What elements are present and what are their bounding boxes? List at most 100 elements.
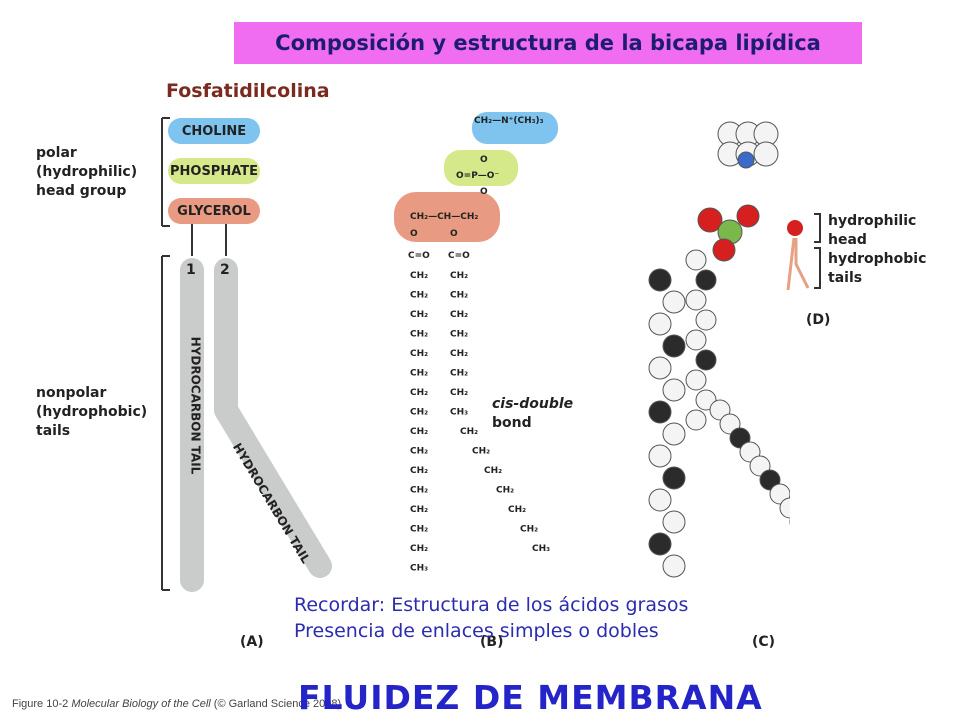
schematic-tail-1 (786, 237, 796, 291)
chain-2: CH₂ CH₂ CH₂ CH₂ CH₂ CH₂ CH₂ CH₃ CH₂ CH₂ CH₂ CH₂ CH₂ C… (450, 271, 550, 554)
atom-sphere (736, 204, 760, 228)
ch2-unit: CH₃ (532, 544, 550, 554)
svg-text:O=P—O⁻: O=P—O⁻ (456, 171, 499, 181)
ch2-unit: CH₂ (450, 310, 468, 320)
atom-sphere (662, 290, 686, 314)
ch2-unit: CH₂ (410, 544, 428, 554)
page-title: Composición y estructura de la bicapa li… (275, 31, 821, 55)
svg-text:O: O (450, 229, 458, 239)
ch2-unit: CH₂ (410, 447, 428, 457)
tail-bracket (161, 255, 170, 591)
tail-group-label: nonpolar (hydrophobic) tails (36, 385, 148, 439)
ch2-unit: CH₂ (496, 486, 514, 496)
atom-sphere (685, 329, 707, 351)
atom-sphere (648, 444, 672, 468)
ch2-unit: CH₂ (460, 427, 478, 437)
ch2-unit: CH₂ (450, 349, 468, 359)
head-group-label: polar (hydrophilic) head group (36, 145, 138, 199)
svg-text:O: O (480, 187, 488, 197)
ch2-unit: CH₂ (410, 466, 428, 476)
phosphate-pill: PHOSPHATE (168, 158, 260, 184)
ch2-unit: CH₂ (520, 525, 538, 535)
hydrocarbon-tail-2 (214, 258, 332, 578)
copyright: (© Garland Science 2008) (213, 698, 342, 710)
ch2-unit: CH₂ (472, 447, 490, 457)
panel-letter-c: (C) (752, 634, 776, 650)
ch2-unit: CH₂ (450, 388, 468, 398)
atom-sphere (685, 409, 707, 431)
ch2-unit: CH₂ (450, 330, 468, 340)
atom-sphere (662, 334, 686, 358)
note-line-1: Recordar: Estructura de los ácidos graso… (294, 594, 689, 616)
ch2-unit: CH₂ (484, 466, 502, 476)
head-bracket (161, 117, 170, 227)
atom-sphere (662, 422, 686, 446)
phosphate-highlight (444, 150, 518, 186)
ch2-unit: CH₃ (410, 564, 428, 574)
panel-d-brackets (814, 213, 821, 289)
chain-1: CH₂ CH₂ CH₂ CH₂ CH₂ CH₂ CH₂ CH₂ CH₂ CH₂ CH₂ CH₂ CH₂ C… (410, 271, 428, 574)
space-filling-model (648, 121, 790, 578)
fluidez-heading: FLUIDEZ DE MEMBRANA (298, 678, 763, 717)
atom-sphere (697, 207, 723, 233)
ch2-unit: CH₂ (410, 349, 428, 359)
cis-double-label: cis-double (492, 396, 574, 412)
panel-letter-d: (D) (806, 312, 831, 328)
glycerol-highlight (394, 192, 500, 242)
ch2-unit: CH₂ (410, 369, 428, 379)
ch2-unit: CH₂ (410, 291, 428, 301)
ch2-unit: CH₂ (410, 525, 428, 535)
atom-sphere (662, 554, 686, 578)
panel-letter-a: (A) (240, 634, 264, 650)
tail-1-text: HYDROCARBON TAIL (188, 336, 203, 475)
ch2-unit: CH₂ (410, 486, 428, 496)
ch2-unit: CH₂ (410, 330, 428, 340)
ch2-unit: CH₂ (450, 369, 468, 379)
tail-number-1: 1 (186, 262, 196, 278)
figure-citation: Figure 10-2 Molecular Biology of the Cel… (12, 698, 341, 710)
panel-d-schematic (786, 220, 810, 291)
ch2-unit: CH₂ (410, 271, 428, 281)
schematic-tail-2 (794, 238, 810, 289)
glycerol-pill: GLYCEROL (168, 198, 260, 224)
atom-sphere (685, 369, 707, 391)
panel-b-formula: O O=P—O⁻ O O O C=O C=O CH₂CH₂CH₂CH₂CH₂CH… (394, 112, 558, 574)
ch2-unit: CH₂ (450, 291, 468, 301)
panel-letter-b: (B) (480, 634, 504, 650)
atom-sphere (712, 238, 736, 262)
atom-sphere (695, 349, 717, 371)
note-line-2: Presencia de enlaces simples o dobles (294, 620, 659, 642)
tail-number-2: 2 (220, 262, 230, 278)
choline-pill: CHOLINE (168, 118, 260, 144)
ch2-unit: CH₂ (508, 505, 526, 515)
ch2-unit: CH₂ (450, 271, 468, 281)
atom-sphere (648, 532, 672, 556)
atom-sphere (648, 400, 672, 424)
atom-sphere (737, 151, 755, 169)
panel-a-drawing (161, 117, 332, 592)
figure-number: Figure 10-2 (12, 698, 69, 710)
svg-text:C=O: C=O (408, 251, 430, 261)
atom-sphere (695, 269, 717, 291)
subtitle: Fosfatidilcolina (166, 80, 330, 102)
ch2-unit: CH₂ (410, 408, 428, 418)
ch2-unit: CH₂ (410, 388, 428, 398)
ch2-unit: CH₂ (410, 427, 428, 437)
book-title: Molecular Biology of the Cell (71, 698, 211, 710)
svg-text:O: O (480, 155, 488, 165)
schematic-head (787, 220, 803, 236)
atom-sphere (695, 309, 717, 331)
atom-sphere (662, 510, 686, 534)
atom-sphere (779, 497, 790, 519)
ch2-unit: CH₂ (410, 310, 428, 320)
hydrophobic-tails-label: hydrophobic tails (828, 251, 927, 286)
choline-highlight (472, 112, 558, 144)
atom-sphere (685, 249, 707, 271)
svg-text:C=O: C=O (448, 251, 470, 261)
atom-sphere (685, 289, 707, 311)
bond-label: bond (492, 415, 532, 431)
hydrophilic-head-label: hydrophilic head (828, 213, 917, 248)
atom-sphere (648, 356, 672, 380)
choline-formula: CH₂—N⁺(CH₃)₃ (474, 116, 544, 126)
title-banner: Composición y estructura de la bicapa li… (234, 22, 862, 64)
